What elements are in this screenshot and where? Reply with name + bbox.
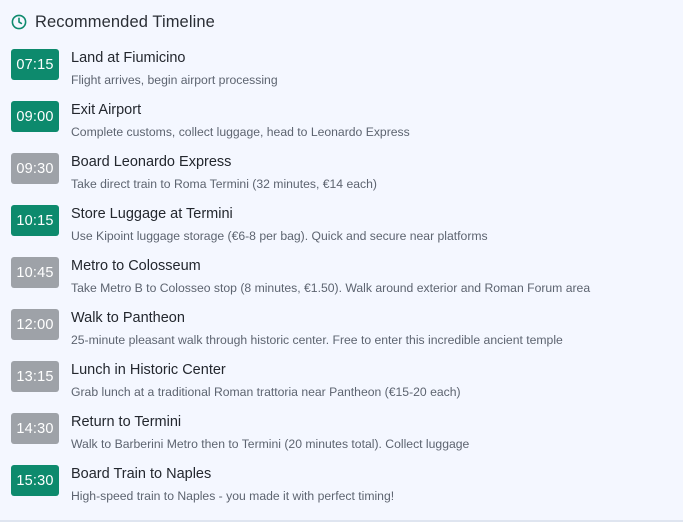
time-badge: 10:45 — [11, 257, 59, 288]
timeline-item-description: Walk to Barberini Metro then to Termini … — [71, 437, 470, 451]
timeline-item-description: Use Kipoint luggage storage (€6-8 per ba… — [71, 229, 488, 243]
timeline-item-description: 25-minute pleasant walk through historic… — [71, 333, 563, 347]
timeline-item: 13:15 Lunch in Historic Center Grab lunc… — [11, 359, 671, 411]
timeline-item: 09:00 Exit Airport Complete customs, col… — [11, 99, 671, 151]
timeline-item-description: Take Metro B to Colosseo stop (8 minutes… — [71, 281, 591, 295]
timeline-item-title: Exit Airport — [71, 102, 142, 118]
timeline-item: 07:15 Land at Fiumicino Flight arrives, … — [11, 47, 671, 99]
time-badge: 09:30 — [11, 153, 59, 184]
timeline-item: 15:30 Board Train to Naples High-speed t… — [11, 463, 671, 515]
timeline-title: Recommended Timeline — [35, 12, 215, 31]
time-badge: 09:00 — [11, 101, 59, 132]
timeline-item: 09:30 Board Leonardo Express Take direct… — [11, 151, 671, 203]
timeline-item-title: Lunch in Historic Center — [71, 362, 226, 378]
timeline-header: Recommended Timeline — [11, 11, 215, 33]
time-badge: 10:15 — [11, 205, 59, 236]
timeline-item: 14:30 Return to Termini Walk to Barberin… — [11, 411, 671, 463]
timeline-item: 12:00 Walk to Pantheon 25-minute pleasan… — [11, 307, 671, 359]
clock-icon — [11, 14, 27, 30]
timeline-item-title: Store Luggage at Termini — [71, 206, 233, 222]
timeline-item-description: Grab lunch at a traditional Roman tratto… — [71, 385, 461, 399]
time-badge: 12:00 — [11, 309, 59, 340]
timeline-item-description: Flight arrives, begin airport processing — [71, 73, 278, 87]
timeline-item-title: Metro to Colosseum — [71, 258, 201, 274]
timeline-item-description: Take direct train to Roma Termini (32 mi… — [71, 177, 377, 191]
timeline-item-title: Board Train to Naples — [71, 466, 212, 482]
time-badge: 15:30 — [11, 465, 59, 496]
timeline-item: 10:15 Store Luggage at Termini Use Kipoi… — [11, 203, 671, 255]
timeline-item-title: Walk to Pantheon — [71, 310, 185, 326]
timeline-item-title: Board Leonardo Express — [71, 154, 232, 170]
timeline-item-title: Land at Fiumicino — [71, 50, 186, 66]
time-badge: 14:30 — [11, 413, 59, 444]
time-badge: 13:15 — [11, 361, 59, 392]
timeline-list: 07:15 Land at Fiumicino Flight arrives, … — [11, 47, 671, 515]
timeline-item-description: High-speed train to Naples - you made it… — [71, 489, 395, 503]
time-badge: 07:15 — [11, 49, 59, 80]
timeline-item-title: Return to Termini — [71, 414, 182, 430]
timeline-item-description: Complete customs, collect luggage, head … — [71, 125, 410, 139]
timeline-item: 10:45 Metro to Colosseum Take Metro B to… — [11, 255, 671, 307]
